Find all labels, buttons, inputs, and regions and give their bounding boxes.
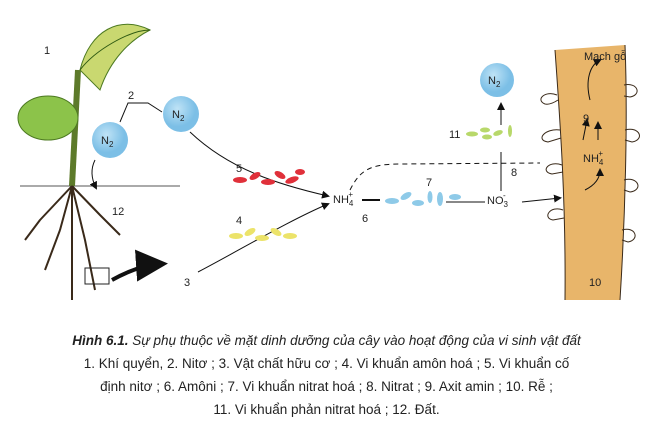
label-3: 3 (184, 277, 190, 289)
root-ammonium-label: NH4+ (583, 149, 604, 167)
label-2: 2 (128, 90, 134, 102)
n2-molecule: N2 (92, 122, 128, 158)
n2-molecule: N2 (163, 96, 199, 132)
figure-number: Hình 6.1. (72, 333, 129, 348)
nitrate-label: NO3- (487, 191, 509, 209)
label-5: 5 (236, 163, 242, 175)
ammonium-label: NH4+ (333, 190, 354, 208)
nitrifying-bacteria (385, 191, 461, 206)
legend-line: 11. Vi khuẩn phản nitrat hoá ; 12. Đất. (213, 402, 440, 417)
nitrogen-cycle-diagram: 1 2 3 4 5 6 7 8 11 12 N2 N2 N2 (17, 23, 640, 301)
svg-text:N2: N2 (172, 109, 185, 123)
svg-text:N2: N2 (488, 75, 501, 89)
plant-illustration (17, 23, 180, 300)
label-7: 7 (426, 177, 432, 189)
label-8: 8 (511, 167, 517, 179)
legend-line: định nitơ ; 6. Amôni ; 7. Vi khuẩn nitra… (100, 379, 553, 394)
figure-title: Sự phụ thuộc về mặt dinh dưỡng của cây v… (128, 333, 581, 348)
figure-legend: 1. Khí quyển, 2. Nitơ ; 3. Vật chất hữu … (0, 352, 653, 421)
label-11: 11 (449, 129, 460, 141)
label-1: 1 (44, 45, 50, 57)
label-12: 12 (112, 206, 124, 218)
xylem-label: Mạch gỗ (584, 50, 626, 63)
svg-text:N2: N2 (101, 135, 114, 149)
ammonifying-bacteria (229, 228, 297, 241)
figure-caption: Hình 6.1. Sự phụ thuộc về mặt dinh dưỡng… (0, 329, 653, 352)
label-9: 9 (583, 113, 589, 125)
label-4: 4 (236, 215, 242, 227)
root-illustration (540, 44, 640, 301)
denitrifying-bacteria (466, 125, 512, 140)
label-6: 6 (362, 213, 368, 225)
nitrogen-fixing-bacteria (233, 169, 305, 185)
n2-molecule: N2 (480, 63, 514, 97)
legend-line: 1. Khí quyển, 2. Nitơ ; 3. Vật chất hữu … (83, 356, 570, 371)
label-10: 10 (589, 277, 601, 289)
